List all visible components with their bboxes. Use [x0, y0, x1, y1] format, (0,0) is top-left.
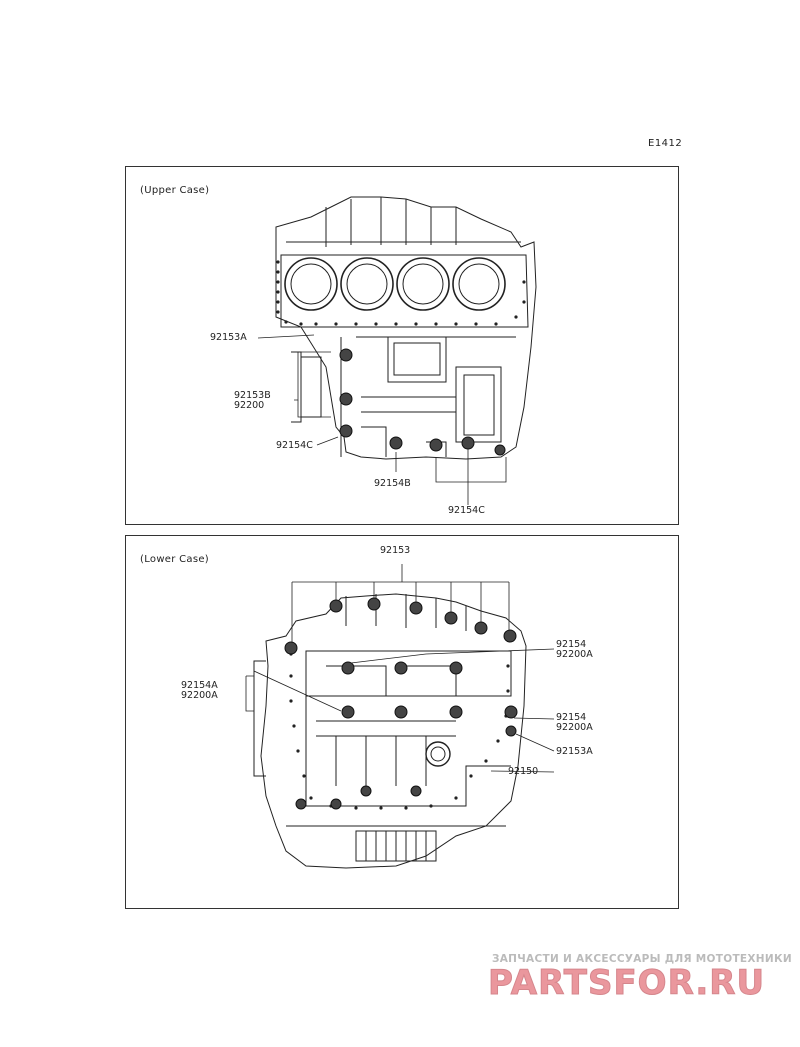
upper-case-caption: (Upper Case) [140, 185, 210, 196]
lower-crankcase-drawing [245, 564, 555, 869]
upper-crankcase-drawing [257, 196, 537, 505]
callout-92154a: 92154A [181, 680, 218, 691]
callout-92200a-lower: 92200A [556, 722, 593, 733]
callout-92200a-upper: 92200A [556, 649, 593, 660]
callout-92153a: 92153A [210, 332, 247, 343]
callout-92154c-left: 92154C [276, 440, 313, 451]
callout-92153b-92200: 92153B 92200 [234, 391, 271, 411]
callout-92154b: 92154B [374, 478, 411, 489]
callout-92154a-92200a: 92154A 92200A [181, 681, 218, 701]
callout-92154-92200a-upper: 92154 92200A [556, 640, 593, 660]
callout-92200a-left: 92200A [181, 690, 218, 701]
lower-case-caption: (Lower Case) [140, 554, 210, 565]
callout-92154-lower: 92154 [556, 712, 587, 723]
callout-92200: 92200 [234, 400, 265, 411]
callout-92154c-right: 92154C [448, 505, 485, 516]
callout-92150: 92150 [508, 766, 539, 777]
callout-92153: 92153 [380, 545, 411, 556]
callout-92154-92200a-lower: 92154 92200A [556, 713, 593, 733]
callout-92153b: 92153B [234, 390, 271, 401]
callout-92153a-lower: 92153A [556, 746, 593, 757]
callout-92154-upper: 92154 [556, 639, 587, 650]
watermark-logo: PARTSFOR.RU [487, 963, 766, 1004]
lower-case-panel: (Lower Case) [125, 535, 679, 909]
watermark-tagline: ЗАПЧАСТИ И АКСЕССУАРЫ ДЛЯ МОТОТЕХНИКИ [492, 953, 792, 965]
figure-code: E1412 [648, 138, 683, 149]
upper-case-panel: (Upper Case) [125, 166, 679, 525]
